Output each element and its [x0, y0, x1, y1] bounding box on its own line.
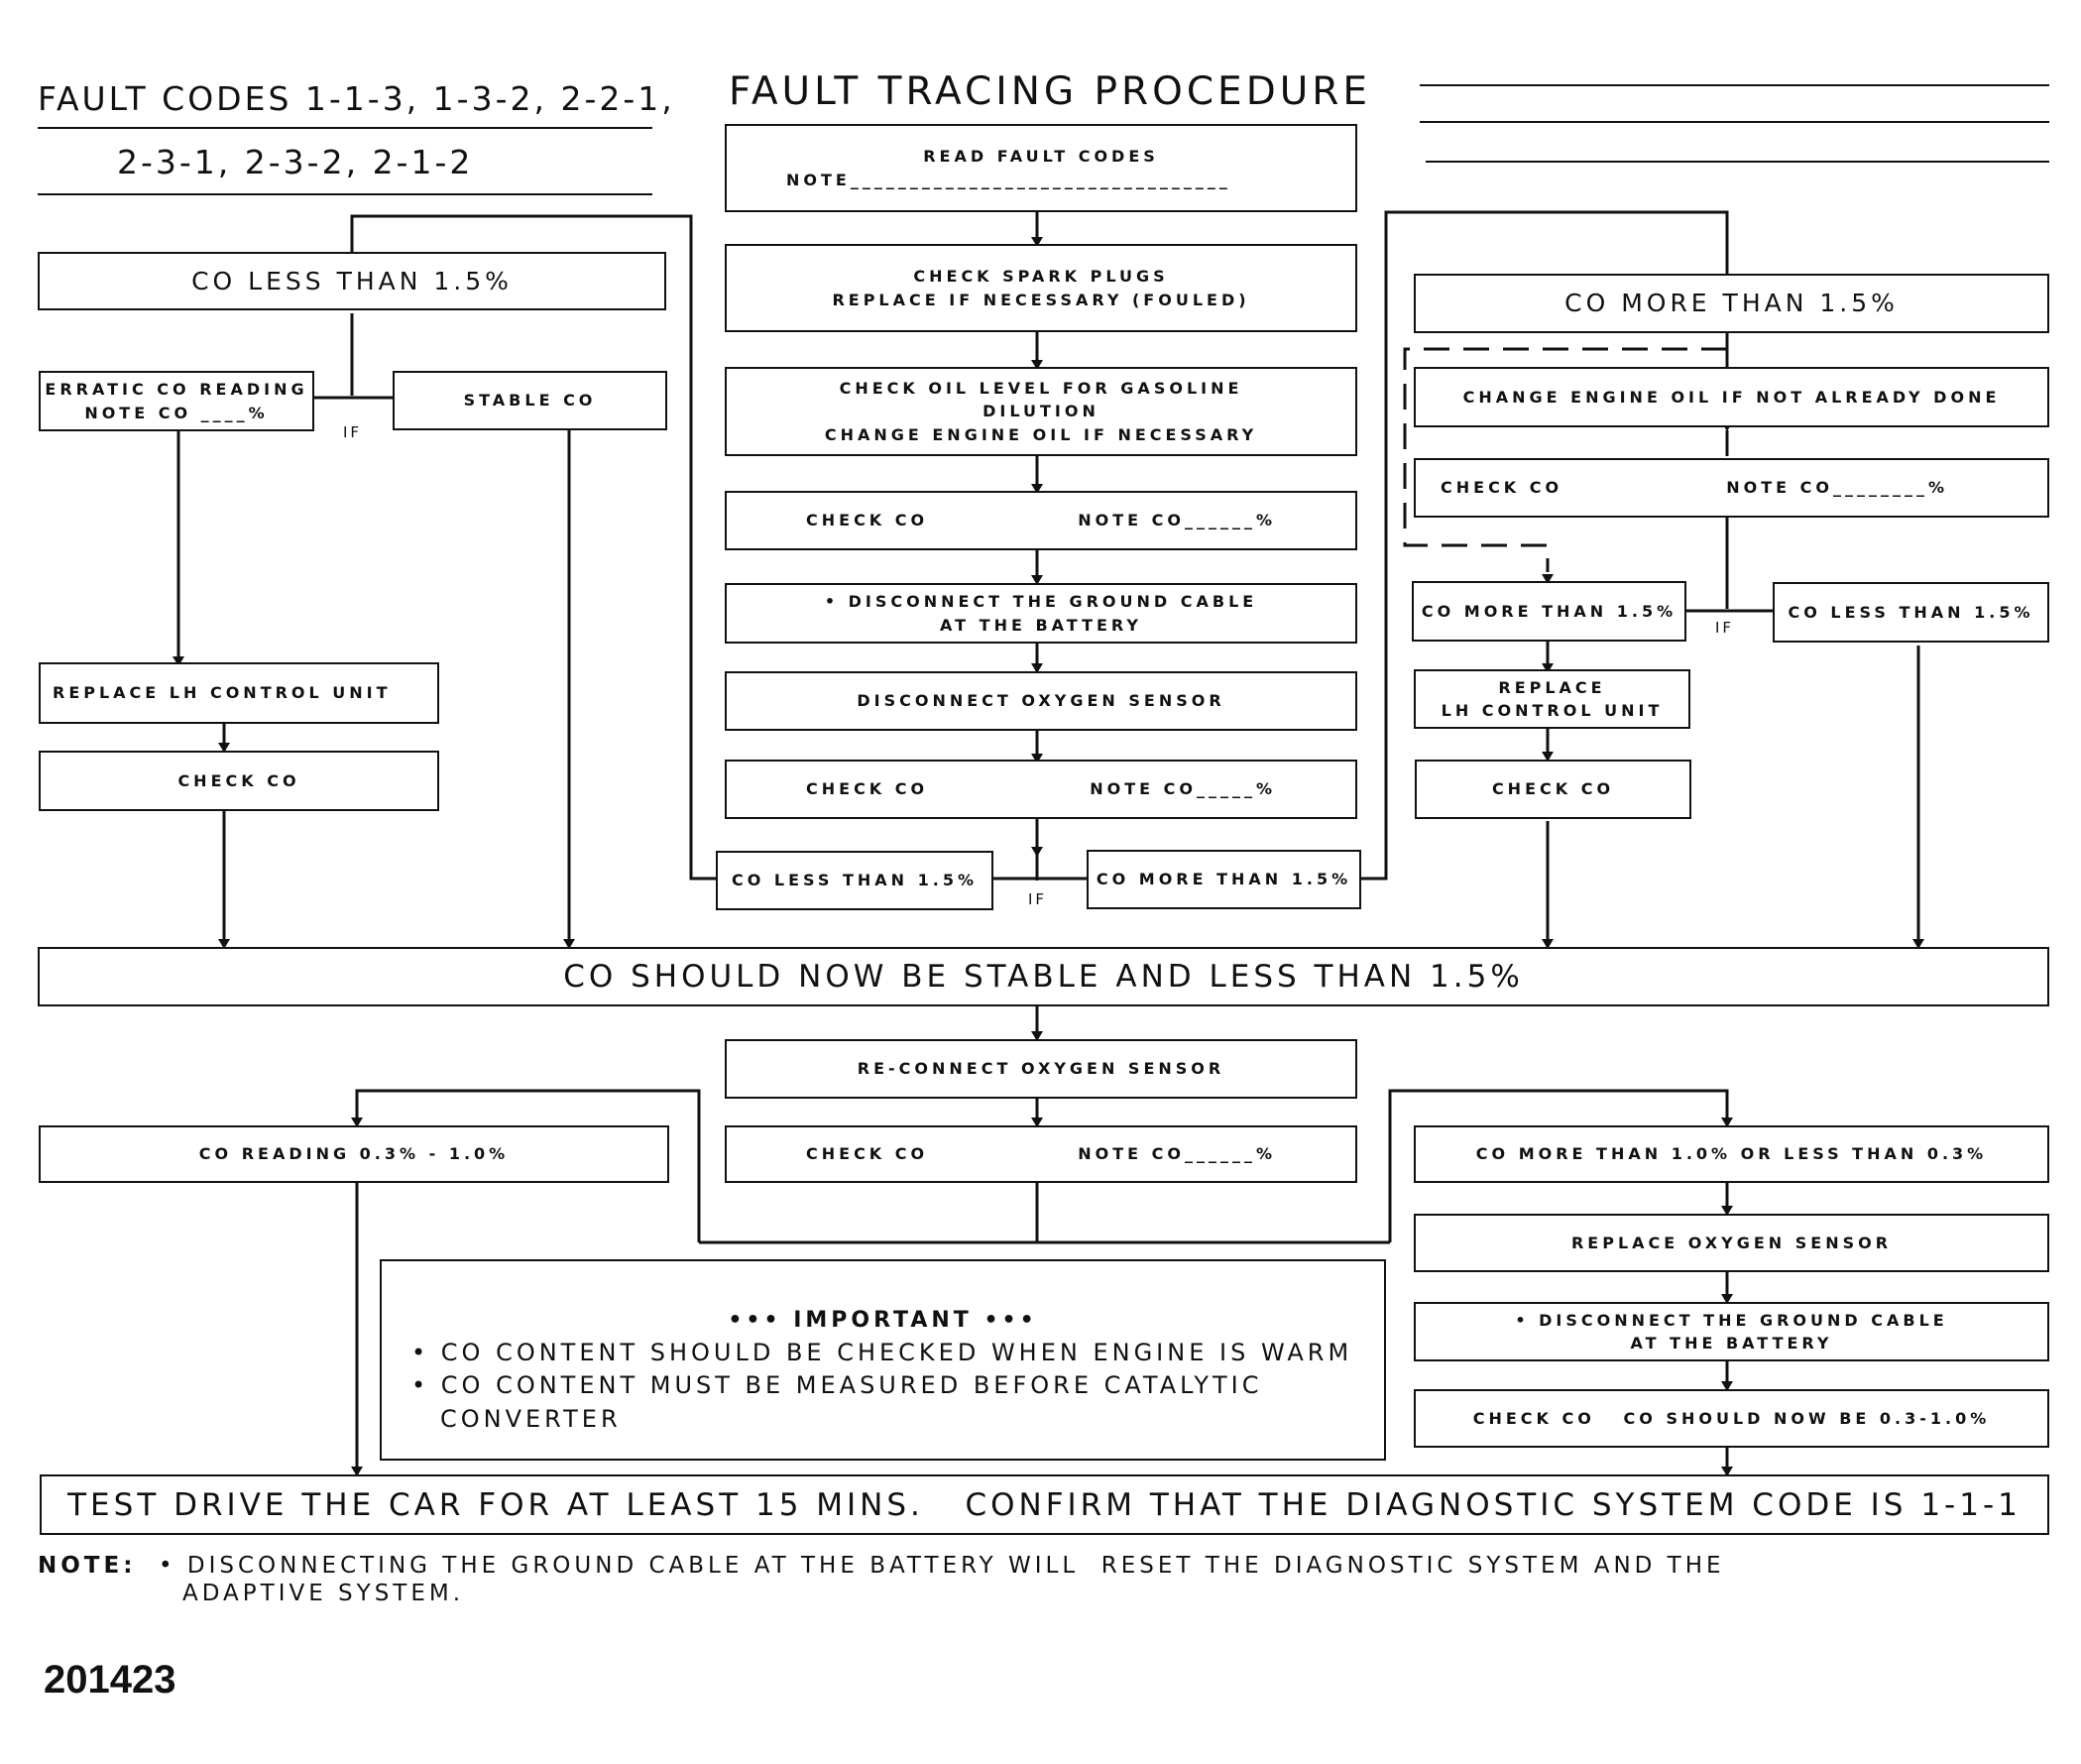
figure-number: 201423 [44, 1658, 176, 1702]
erratic-co-label: ERRATIC CO READING [45, 380, 308, 400]
center-co-less-label: CO LESS THAN 1.5% [732, 871, 978, 890]
test-drive-bar: TEST DRIVE THE CAR FOR AT LEAST 15 MINS.… [40, 1474, 2049, 1535]
right-check-co-2-label: CHECK CO [1491, 779, 1615, 799]
left-co-less-label: CO LESS THAN 1.5% [191, 266, 513, 295]
left-co-less-box: CO LESS THAN 1.5% [38, 252, 666, 310]
right-replace-lh-box: REPLACE LH CONTROL UNIT [1414, 669, 1690, 729]
at-battery-label: AT THE BATTERY [940, 615, 1142, 635]
final-check-co-label: CHECK CO CO SHOULD NOW BE 0.3-1.0% [1472, 1408, 1991, 1428]
erratic-note-label: NOTE CO ____% [84, 403, 269, 422]
co-stable-bar: CO SHOULD NOW BE STABLE AND LESS THAN 1.… [38, 947, 2049, 1006]
check-oil-level-box: CHECK OIL LEVEL FOR GASOLINE DILUTION CH… [725, 367, 1357, 456]
lower-note-co-label: NOTE CO______% [1078, 1144, 1276, 1164]
left-check-co-label: CHECK CO [177, 770, 300, 790]
reconnect-oxygen-label: RE-CONNECT OXYGEN SENSOR [857, 1059, 1225, 1079]
stable-co-box: STABLE CO [393, 371, 667, 430]
header-rule [1420, 84, 2049, 86]
right-co-less-small-label: CO LESS THAN 1.5% [1788, 602, 2034, 622]
footnote-label: NOTE: [38, 1553, 137, 1579]
right-co-more-box: CO MORE THAN 1.5% [1414, 274, 2049, 333]
center-co-more-label: CO MORE THAN 1.5% [1096, 870, 1352, 889]
replace-spark-plugs-label: REPLACE IF NECESSARY (FOULED) [832, 290, 1250, 309]
right-co-more-small-label: CO MORE THAN 1.5% [1421, 601, 1677, 621]
important-line2: • CO CONTENT MUST BE MEASURED BEFORE CAT… [411, 1371, 1263, 1400]
right-co-less-small-box: CO LESS THAN 1.5% [1773, 582, 2049, 643]
replace-oxygen-label: REPLACE OXYGEN SENSOR [1570, 1233, 1893, 1252]
header-rule [38, 193, 652, 195]
right-note-co-label: NOTE CO________% [1726, 478, 1948, 498]
check-co-box: CHECK CO NOTE CO______% [725, 491, 1357, 550]
change-engine-oil-label: CHANGE ENGINE OIL IF NOT ALREADY DONE [1462, 387, 2001, 407]
right-check-co-label: CHECK CO [1441, 478, 1563, 498]
footnote-line1: • DISCONNECTING THE GROUND CABLE AT THE … [159, 1553, 1725, 1579]
footnote-line2: ADAPTIVE SYSTEM. [182, 1581, 465, 1606]
lower-disconnect-ground-box: • DISCONNECT THE GROUND CABLE AT THE BAT… [1414, 1302, 2049, 1361]
right-check-co-box: CHECK CO NOTE CO________% [1414, 458, 2049, 518]
header-rule [1420, 121, 2049, 123]
read-fault-codes-label: READ FAULT CODES [923, 147, 1159, 167]
check-co-label: CHECK CO [806, 779, 929, 799]
check-co-label: CHECK CO [806, 511, 929, 530]
stable-co-label: STABLE CO [463, 391, 597, 411]
test-drive-label: TEST DRIVE THE CAR FOR AT LEAST 15 MINS.… [67, 1486, 2022, 1523]
co-range-box: CO MORE THAN 1.0% OR LESS THAN 0.3% [1414, 1125, 2049, 1183]
important-title: ••• IMPORTANT ••• [728, 1308, 1038, 1333]
right-co-more-label: CO MORE THAN 1.5% [1564, 289, 1899, 317]
co-reading-box: CO READING 0.3% - 1.0% [39, 1125, 669, 1183]
dilution-label: DILUTION [983, 402, 1099, 421]
fault-codes-line1: FAULT CODES 1-1-3, 1-3-2, 2-2-1, [38, 79, 675, 118]
right-lh-control-unit-label: LH CONTROL UNIT [1441, 701, 1664, 720]
important-line3: CONVERTER [440, 1404, 622, 1433]
check-co-box: CHECK CO NOTE CO_____% [725, 760, 1357, 819]
lower-at-battery-label: AT THE BATTERY [1630, 1334, 1833, 1352]
co-reading-label: CO READING 0.3% - 1.0% [198, 1144, 510, 1164]
co-range-label: CO MORE THAN 1.0% OR LESS THAN 0.3% [1475, 1144, 1988, 1164]
note-co-label: NOTE CO_____% [1090, 779, 1276, 799]
erratic-co-box: ERRATIC CO READING NOTE CO ____% [39, 371, 314, 431]
lower-disconnect-ground-label: • DISCONNECT THE GROUND CABLE [1515, 1310, 1948, 1330]
important-note-box: ••• IMPORTANT ••• • CO CONTENT SHOULD BE… [380, 1259, 1386, 1461]
disconnect-ground-label: • DISCONNECT THE GROUND CABLE [824, 592, 1258, 612]
replace-oxygen-sensor-box: REPLACE OXYGEN SENSOR [1414, 1214, 2049, 1272]
center-co-more-box: CO MORE THAN 1.5% [1087, 850, 1361, 909]
header-rule [1426, 161, 2049, 163]
read-fault-codes-box: READ FAULT CODES NOTE___________________… [725, 124, 1357, 212]
final-check-co-box: CHECK CO CO SHOULD NOW BE 0.3-1.0% [1414, 1389, 2049, 1448]
change-engine-oil-box: CHANGE ENGINE OIL IF NOT ALREADY DONE [1414, 367, 2049, 427]
disconnect-ground-box: • DISCONNECT THE GROUND CABLE AT THE BAT… [725, 583, 1357, 644]
check-spark-plugs-box: CHECK SPARK PLUGS REPLACE IF NECESSARY (… [725, 244, 1357, 332]
fault-codes-line2: 2-3-1, 2-3-2, 2-1-2 [117, 143, 474, 181]
if-label: IF [1715, 619, 1735, 637]
disconnect-oxygen-sensor-box: DISCONNECT OXYGEN SENSOR [725, 671, 1357, 731]
read-fault-codes-note: NOTE________________________________ [786, 170, 1231, 189]
change-oil-label: CHANGE ENGINE OIL IF NECESSARY [824, 424, 1258, 444]
header-rule [38, 127, 652, 129]
if-label: IF [1028, 890, 1048, 908]
reconnect-oxygen-sensor-box: RE-CONNECT OXYGEN SENSOR [725, 1039, 1357, 1099]
right-co-more-small-box: CO MORE THAN 1.5% [1412, 581, 1686, 642]
right-replace-label: REPLACE [1498, 677, 1606, 697]
disconnect-oxygen-label: DISCONNECT OXYGEN SENSOR [857, 691, 1225, 711]
check-spark-plugs-label: CHECK SPARK PLUGS [913, 267, 1169, 287]
replace-lh-label: REPLACE LH CONTROL UNIT [53, 683, 392, 703]
lower-check-co-label: CHECK CO [806, 1144, 929, 1164]
replace-lh-control-unit-box: REPLACE LH CONTROL UNIT [39, 662, 439, 724]
center-co-less-box: CO LESS THAN 1.5% [716, 851, 993, 910]
left-check-co-box: CHECK CO [39, 751, 439, 811]
important-line1: • CO CONTENT SHOULD BE CHECKED WHEN ENGI… [411, 1338, 1353, 1366]
if-label: IF [343, 423, 363, 441]
note-co-label: NOTE CO______% [1078, 511, 1276, 530]
page-title: FAULT TRACING PROCEDURE [729, 69, 1372, 114]
right-check-co-2-box: CHECK CO [1415, 760, 1691, 819]
lower-check-co-box: CHECK CO NOTE CO______% [725, 1125, 1357, 1183]
check-oil-label: CHECK OIL LEVEL FOR GASOLINE [839, 379, 1243, 399]
co-stable-label: CO SHOULD NOW BE STABLE AND LESS THAN 1.… [563, 959, 1524, 995]
